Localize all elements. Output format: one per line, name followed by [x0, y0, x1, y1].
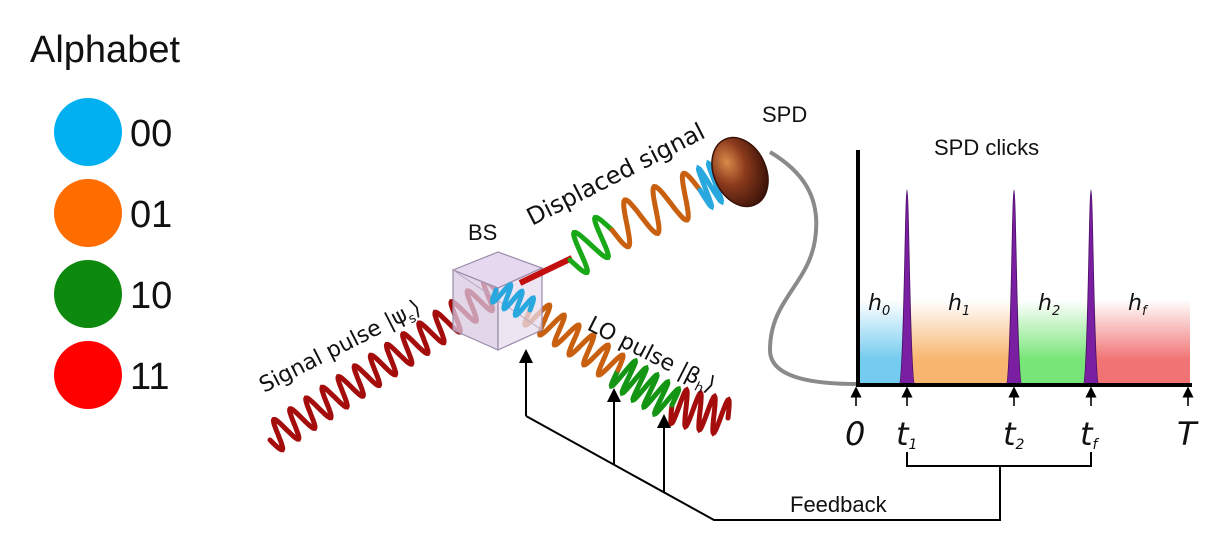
region-fade — [858, 300, 1190, 360]
legend-title: Alphabet — [30, 29, 180, 71]
clicks-title: SPD clicks — [934, 135, 1039, 160]
legend-code: 01 — [130, 194, 172, 236]
lo-segment-10 — [608, 357, 682, 418]
legend-code: 11 — [130, 356, 169, 398]
tick-label-T: T — [1177, 415, 1199, 453]
legend-swatch-11 — [54, 341, 122, 409]
region-label-h1: h1 — [948, 291, 970, 319]
bs-label: BS — [468, 220, 497, 245]
displaced-green-segment — [567, 214, 615, 276]
feedback-label: Feedback — [790, 492, 888, 517]
legend-code: 00 — [130, 113, 172, 155]
cyan-pulse-path — [489, 282, 537, 318]
tick-label-0: 0 — [845, 415, 865, 453]
alphabet-legend: Alphabet 00 01 10 11 — [30, 29, 180, 409]
legend-swatch-01 — [54, 179, 122, 247]
signal-pulse-path — [267, 277, 499, 453]
legend-item: 01 — [54, 179, 172, 247]
legend-swatch-00 — [54, 98, 122, 166]
region-label-h2: h2 — [1038, 291, 1060, 319]
legend-code: 10 — [130, 275, 172, 317]
detector-cable — [767, 150, 859, 386]
displaced-orange-segment — [609, 170, 703, 250]
feedback-bracket — [906, 452, 1092, 467]
lo-segment-01 — [522, 302, 626, 378]
region-label-hf: hf — [1128, 291, 1149, 319]
lo-segment-11 — [668, 386, 732, 437]
lo-pulse-wave — [522, 302, 732, 437]
click-peak-t2 — [1005, 189, 1023, 386]
displaced-red-segment — [518, 255, 574, 286]
feedback-loop: Feedback — [519, 349, 1092, 521]
feedback-main-line — [525, 415, 1001, 521]
spd-clicks-panel: SPD clicks h0 h1 h2 hf 0 t1 t2 tf T — [845, 135, 1199, 453]
click-peak-tf — [1082, 189, 1100, 386]
displaced-signal-wave — [518, 154, 735, 286]
legend-item: 11 — [54, 341, 169, 409]
detector-icon — [711, 136, 769, 208]
tick-label-tf: tf — [1080, 415, 1100, 453]
time-tick-arrows — [850, 386, 1194, 406]
legend-swatch-10 — [54, 260, 122, 328]
region-label-h0: h0 — [868, 291, 890, 319]
spd-detector — [711, 136, 859, 386]
legend-item: 00 — [54, 98, 172, 166]
cyan-pulse-wave — [489, 282, 537, 318]
tick-label-t2: t2 — [1003, 415, 1025, 453]
click-peak-t1 — [898, 189, 916, 386]
spd-label: SPD — [762, 102, 807, 127]
signal-pulse-wave — [267, 277, 499, 453]
tick-label-t1: t1 — [896, 415, 917, 453]
legend-item: 10 — [54, 260, 172, 328]
